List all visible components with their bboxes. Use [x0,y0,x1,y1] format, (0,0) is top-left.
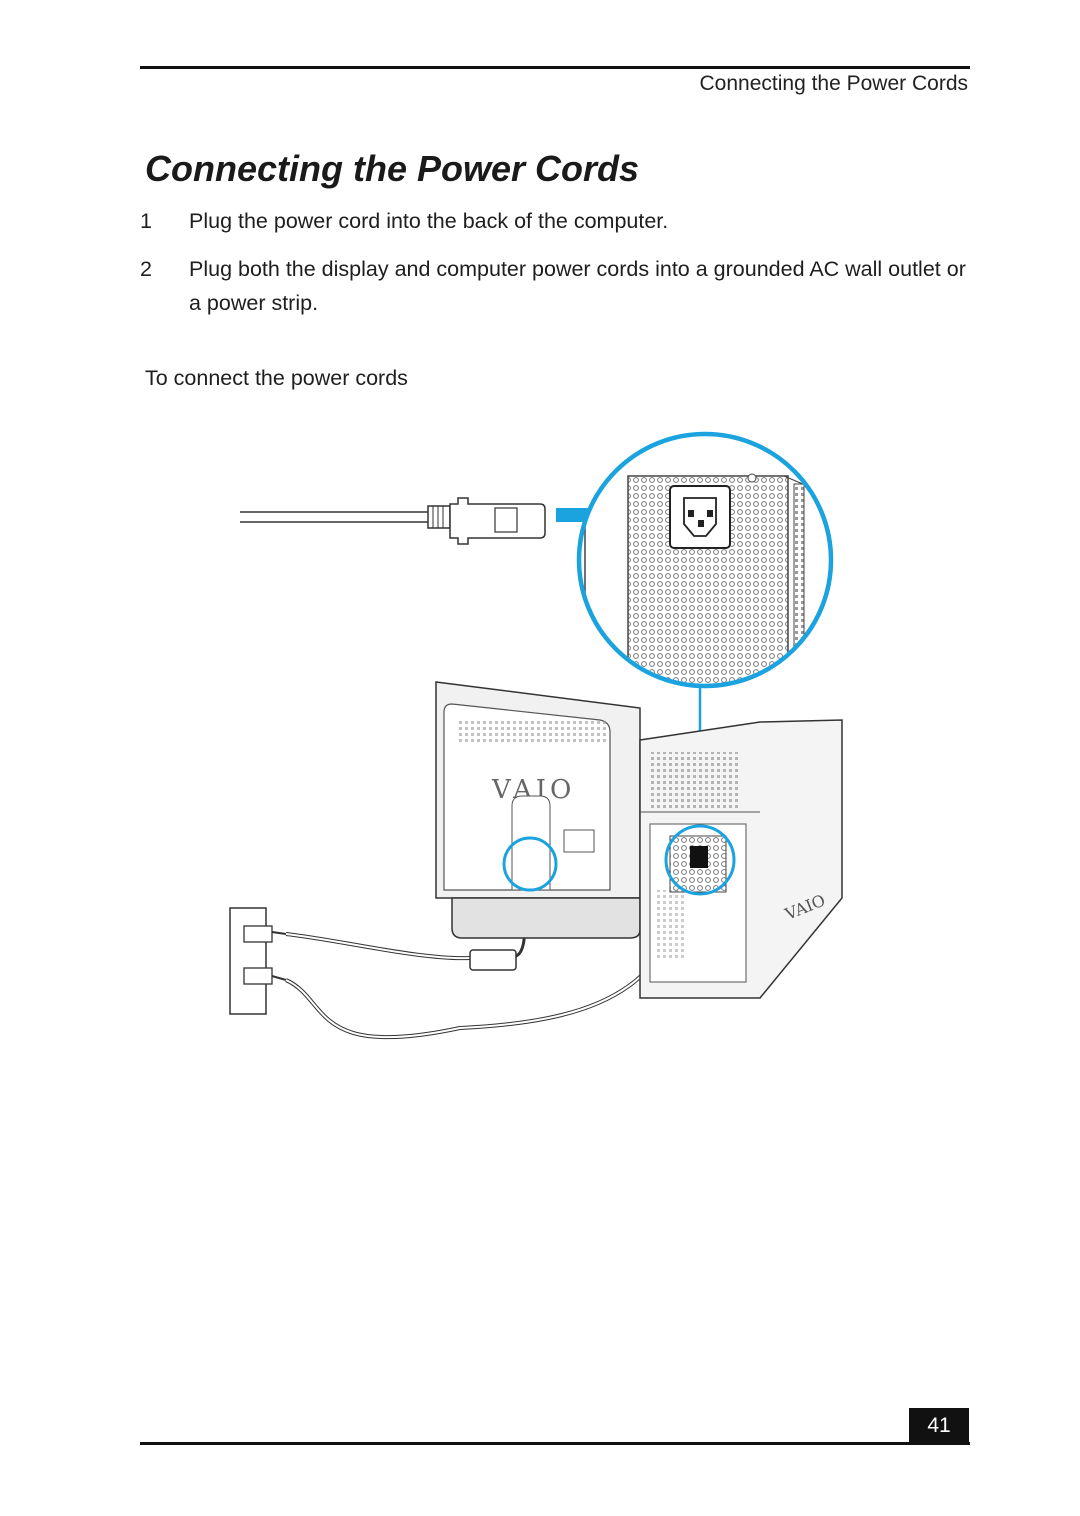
step-text: Plug the power cord into the back of the… [189,209,669,233]
page-number: 41 [909,1408,969,1444]
power-cord-plug [240,497,546,545]
step-text: Plug both the display and computer power… [189,257,966,315]
zoom-detail-circle [576,431,834,689]
display-back: VAIO [435,681,641,939]
running-header: Connecting the Power Cords [699,72,968,95]
footer-rule [140,1442,970,1445]
power-cord-illustration: VAIO VAIO [229,431,843,1040]
step-number: 1 [140,209,152,233]
wall-outlet [229,907,287,1015]
figure-caption: To connect the power cords [145,366,408,390]
step-number: 2 [140,257,152,281]
header-rule [140,66,970,69]
computer-tower: VAIO [639,719,843,999]
section-title: Connecting the Power Cords [145,148,640,189]
